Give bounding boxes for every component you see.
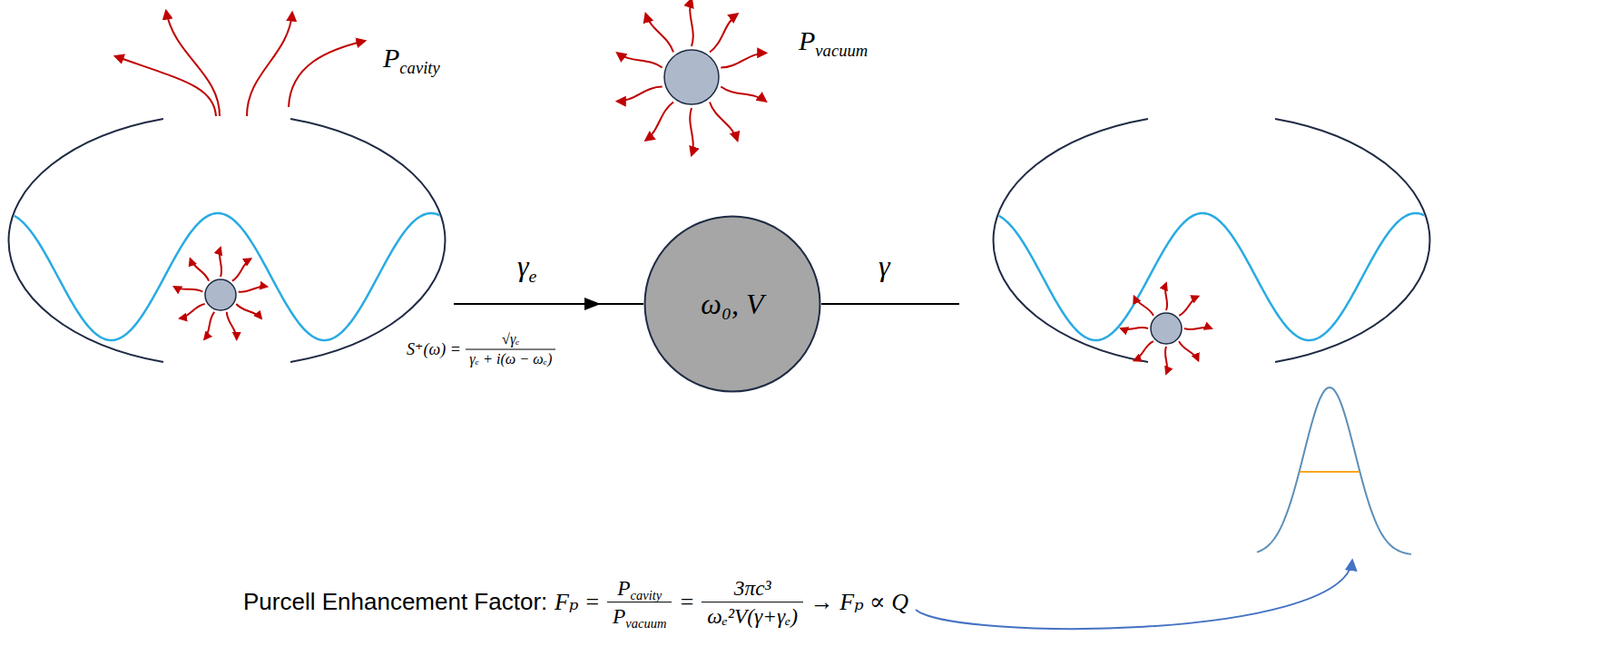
emission-arrow [179, 304, 206, 319]
formula-caption: Purcell Enhancement Factor: [243, 588, 548, 618]
emission-arrow [709, 13, 738, 52]
loss-rate: γ [878, 249, 891, 284]
emission-arrow [166, 10, 220, 117]
denominator: ωₑ²V(γ+γₑ) [701, 603, 804, 629]
leak-arrows [115, 10, 365, 117]
numerator: √γₑ [465, 331, 556, 351]
subscripted-symbol: Pvacuum [612, 604, 667, 629]
resonance-curve [1256, 387, 1412, 555]
cavity-mirror [1275, 118, 1430, 363]
emission-arrow [204, 312, 215, 340]
emission-arrow [235, 304, 262, 319]
emission-arrow [709, 102, 738, 141]
formula-term: S⁺(ω) = [406, 339, 462, 360]
input-port [453, 303, 644, 305]
emitter-arrows [174, 247, 267, 340]
emission-arrow [1184, 327, 1212, 330]
emission-arrow [1178, 296, 1198, 316]
numerator: 3πc³ [701, 576, 804, 603]
formula-term: γₑ + i(ω − ωₑ) [469, 350, 552, 368]
cavity-power-subscript: cavity [399, 58, 440, 79]
denominator: γₑ + i(ω − ωₑ) [465, 350, 556, 369]
formula-term: ωₑ²V(γ+γₑ) [706, 604, 798, 629]
formula-term: = [678, 588, 696, 617]
emission-arrow [617, 86, 663, 101]
power-label: Pcavity [382, 42, 441, 74]
formula-term-subscript: vacuum [625, 616, 667, 632]
emitter-arrows [1120, 283, 1212, 374]
emission-arrow [720, 52, 766, 68]
purcell-formula: Purcell Enhancement Factor:Fₚ =PcavityPv… [243, 576, 909, 629]
subscripted-symbol: Pcavity [617, 576, 662, 601]
emission-arrow [1120, 327, 1149, 330]
input-rate-symbol: γ [517, 249, 530, 284]
emitter [205, 279, 236, 311]
emission-arrow [174, 286, 204, 293]
emission-arrow [238, 286, 268, 293]
vacuum-power-subscript: vacuum [814, 40, 868, 61]
formula-term-symbol: P [612, 604, 626, 629]
emission-arrow [689, 107, 693, 156]
emission-arrow [689, 0, 693, 47]
formula-term: √γₑ [501, 331, 521, 349]
cavity-mirror [993, 118, 1149, 363]
emission-arrow [646, 102, 675, 141]
cavity-mirror [290, 118, 445, 363]
cavity-power-symbol: P [382, 42, 400, 74]
standing-wave [7, 213, 447, 341]
pointer-arrow [915, 560, 1353, 629]
formula-term-symbol: P [617, 576, 630, 601]
emission-arrow [1134, 296, 1154, 316]
formula-term: Fₚ = [554, 588, 600, 618]
numerator: Pcavity [607, 576, 672, 603]
denominator: Pvacuum [607, 603, 672, 629]
fraction: √γₑγₑ + i(ω − ωₑ) [465, 331, 556, 369]
emission-arrow [190, 258, 210, 282]
emission-arrow [226, 312, 237, 340]
formula-term: → Fₚ ∝ Q [810, 588, 909, 618]
cavity-mirror [9, 118, 164, 363]
emission-arrow [219, 247, 222, 277]
emission-arrow [288, 40, 365, 108]
formula-term-subscript: cavity [630, 588, 663, 604]
emission-arrow [246, 12, 293, 117]
standing-wave [991, 213, 1432, 341]
emission-arrow [232, 258, 252, 282]
circle-shape [645, 216, 821, 393]
emission-arrow [1165, 283, 1168, 311]
emitter-arrows [617, 0, 766, 156]
power-label: Pvacuum [798, 25, 868, 57]
emission-arrow [617, 52, 663, 68]
emission-arrow [115, 56, 216, 117]
emission-arrow [646, 13, 675, 52]
resonator-label: ω₀, V [700, 287, 764, 322]
output-port [821, 303, 960, 305]
input-formula: S⁺(ω) =√γₑγₑ + i(ω − ωₑ) [406, 331, 556, 369]
input-rate-subscript: e [529, 265, 538, 286]
emission-arrow [720, 87, 766, 102]
subscripted-symbol: Pvacuum [798, 25, 868, 57]
port-arrowhead [584, 297, 601, 311]
resonator-circle: ω₀, V [643, 215, 822, 393]
emission-arrow [1178, 341, 1198, 361]
formula-term: 3πc³ [734, 576, 772, 601]
subscripted-symbol: γe [517, 249, 537, 284]
vacuum-power-symbol: P [798, 25, 815, 57]
emission-arrow [1134, 341, 1154, 361]
emitter [664, 49, 719, 105]
linewidth-marker [1299, 471, 1360, 473]
emitter [1150, 313, 1182, 344]
fraction: 3πc³ ωₑ²V(γ+γₑ) [701, 576, 804, 629]
rate-label: γe [517, 249, 537, 284]
rate-label: γ [878, 249, 891, 284]
fraction: PcavityPvacuum [607, 576, 672, 629]
emission-arrow [1165, 346, 1168, 374]
subscripted-symbol: Pcavity [382, 42, 441, 74]
